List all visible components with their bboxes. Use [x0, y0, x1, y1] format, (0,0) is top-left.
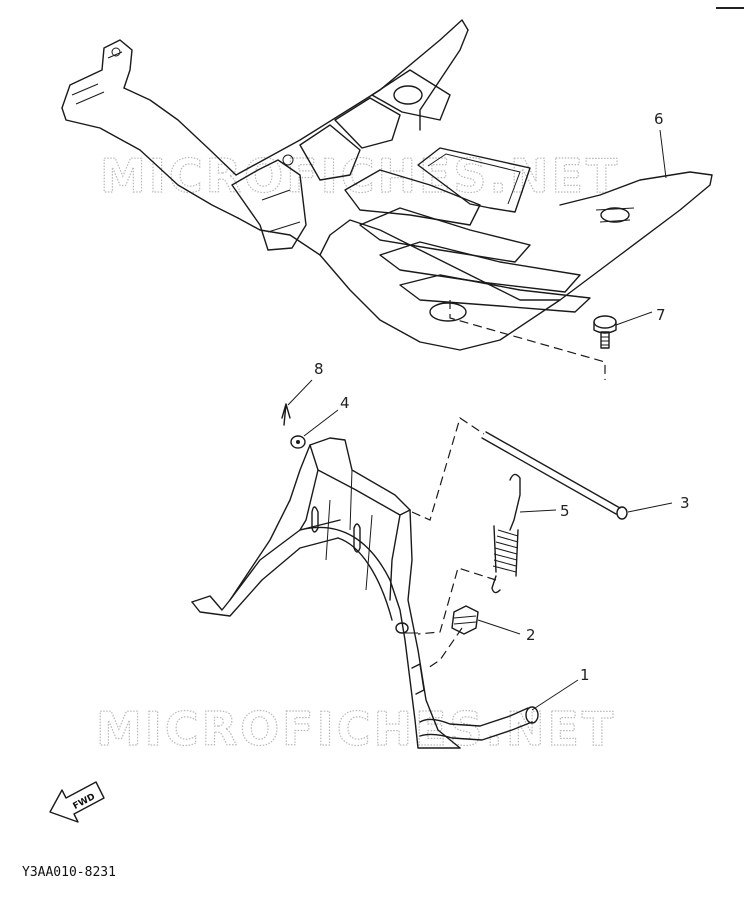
diagram-code: Y3AA010-8231: [22, 865, 116, 880]
part-number-label: 5: [560, 502, 570, 520]
bolt-illustration: [593, 315, 617, 349]
rubber-stopper-illustration: [451, 605, 479, 635]
leader-8: [287, 379, 313, 406]
part-number-label: 6: [654, 110, 664, 128]
leader-2: [477, 619, 521, 635]
fwd-arrow-icon: FWD: [49, 781, 105, 823]
part-number-label: 8: [314, 360, 324, 378]
shaft-illustration: [481, 431, 628, 520]
washer-illustration: [290, 435, 306, 449]
floor-panel-illustration: [61, 19, 713, 351]
main-stand-illustration: [191, 437, 461, 749]
spring-illustration: [491, 473, 521, 594]
leader-6: [659, 129, 667, 179]
watermark-bottom: MICROFICHES.NET: [96, 702, 616, 756]
part-number-label: 7: [656, 306, 666, 324]
assembly-line-stopper: [427, 627, 463, 669]
cotter-pin-illustration: [281, 403, 291, 426]
leader-5: [519, 509, 557, 513]
part-number-label: 4: [340, 394, 350, 412]
leader-4: [303, 409, 339, 437]
leader-3: [627, 502, 673, 513]
part-number-label: 3: [680, 494, 690, 512]
stand-pipe-illustration: [419, 706, 539, 741]
assembly-line-shaft: [411, 417, 485, 521]
part-number-label: 1: [580, 666, 590, 684]
watermark-top: MICROFICHES.NET: [100, 149, 620, 203]
leader-1: [531, 679, 579, 711]
assembly-line-spring: [417, 567, 497, 635]
leader-7: [615, 311, 653, 326]
part-number-label: 2: [526, 626, 536, 644]
assembly-line-bolt: [449, 300, 606, 380]
